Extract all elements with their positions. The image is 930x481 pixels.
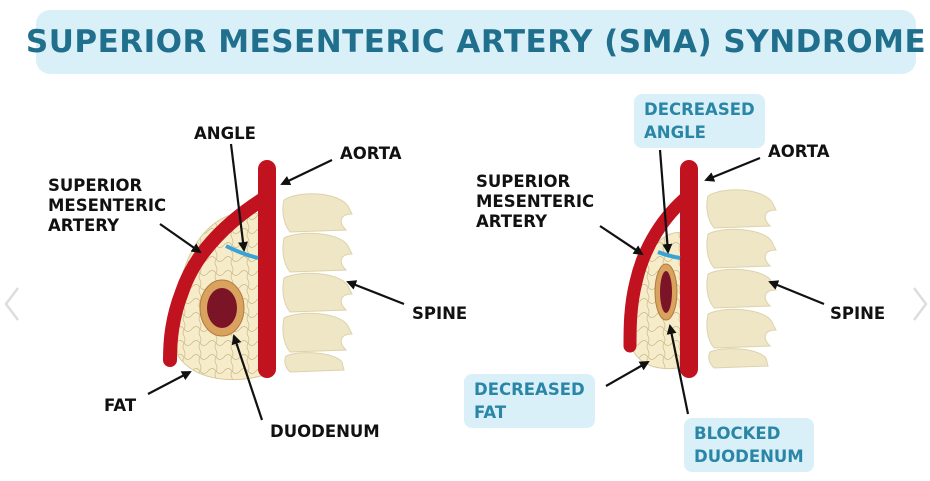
right-fat-label-line1: DECREASED [474, 380, 585, 399]
left-aorta-arrow [280, 159, 333, 186]
right-aorta-vessel [680, 160, 698, 378]
left-duodenum-lumen [207, 288, 237, 328]
left-duodenum-label: DUODENUM [270, 422, 380, 441]
left-spine [282, 193, 353, 373]
left-fat-label: FAT [104, 396, 137, 415]
right-duodenum-arrow [666, 324, 690, 415]
left-fat-arrow [147, 371, 192, 395]
right-fat-label: DECREASED FAT [464, 374, 595, 428]
left-angle-arrow [229, 143, 248, 252]
right-spine-arrow [768, 280, 825, 306]
right-sma-vessel [623, 189, 695, 353]
next-chevron-icon[interactable] [910, 284, 930, 324]
left-sma-label-line1: SUPERIOR [48, 176, 143, 195]
right-duodenum-label-line1: BLOCKED [694, 424, 781, 443]
right-spine-label: SPINE [830, 304, 886, 323]
left-panel [147, 143, 405, 421]
left-sma-label-line2: MESENTERIC [48, 196, 167, 215]
left-aorta-vessel [258, 160, 276, 378]
right-aorta-arrow [704, 156, 761, 182]
left-aorta-label: AORTA [340, 144, 402, 163]
left-angle-marker [225, 244, 259, 260]
right-fat-label-line2: FAT [474, 403, 507, 422]
right-duodenum-label-line2: DUODENUM [694, 447, 804, 466]
right-aorta-label: AORTA [768, 142, 830, 161]
left-spine-arrow [346, 280, 405, 306]
prev-chevron-icon[interactable] [2, 284, 22, 324]
right-angle-arrow [658, 149, 673, 254]
right-angle-label-line2: ANGLE [644, 123, 706, 142]
right-sma-label-line1: SUPERIOR [476, 172, 571, 191]
right-angle-label-line1: DECREASED [644, 100, 755, 119]
left-spine-label: SPINE [412, 304, 468, 323]
right-duodenum-lumen [660, 271, 672, 313]
title-banner: SUPERIOR MESENTERIC ARTERY (SMA) SYNDROM… [26, 10, 926, 74]
right-fat-arrow [605, 361, 650, 387]
right-sma-label: SUPERIOR MESENTERIC ARTERY [476, 172, 594, 232]
right-sma-arrow [599, 225, 644, 256]
right-sma-label-line2: MESENTERIC [476, 192, 595, 211]
page-title: SUPERIOR MESENTERIC ARTERY (SMA) SYNDROM… [25, 24, 927, 60]
right-panel [599, 149, 825, 415]
right-sma-label-line3: ARTERY [476, 212, 548, 231]
left-sma-label: SUPERIOR MESENTERIC ARTERY [48, 176, 166, 236]
left-angle-label: ANGLE [194, 124, 256, 143]
right-spine [706, 189, 777, 369]
left-sma-label-line3: ARTERY [48, 216, 120, 235]
right-angle-label: DECREASED ANGLE [634, 94, 765, 148]
left-duodenum-arrow [231, 334, 264, 421]
left-sma-arrow [159, 223, 202, 254]
right-angle-marker [657, 250, 681, 260]
right-duodenum-label: BLOCKED DUODENUM [684, 418, 814, 472]
